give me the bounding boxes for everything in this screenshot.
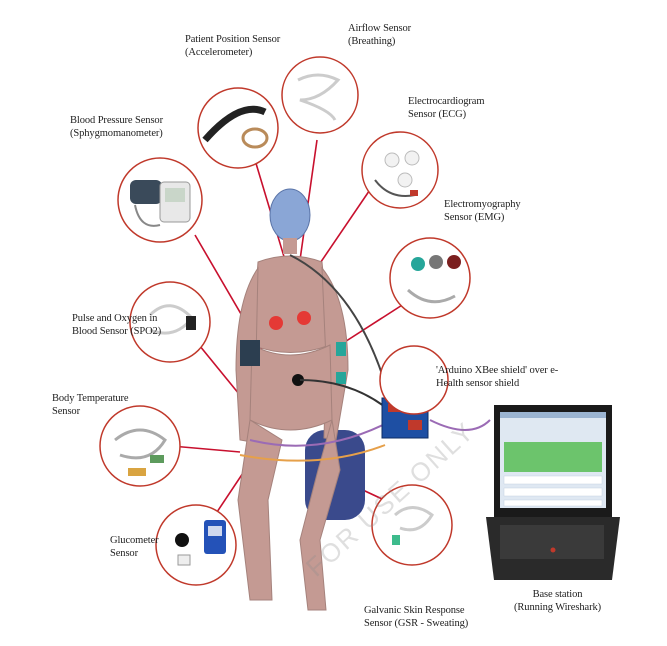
label-ecg-sensor: Electrocardiogram Sensor (ECG) [408, 95, 484, 121]
label-glucometer-sensor: Glucometer Sensor [110, 534, 159, 560]
base-station-laptop [486, 405, 620, 580]
label-pulse-oxygen-sensor: Pulse and Oxygen in Blood Sensor (SPO2) [72, 312, 161, 338]
label-gsr-sensor: Galvanic Skin Response Sensor (GSR - Swe… [364, 604, 468, 630]
label-base-station: Base station (Running Wireshark) [514, 588, 601, 614]
label-airflow-sensor: Airflow Sensor (Breathing) [348, 22, 411, 48]
label-body-temperature-sensor: Body Temperature Sensor [52, 392, 129, 418]
label-emg-sensor: Electromyography Sensor (EMG) [444, 198, 521, 224]
label-arduino-xbee-shield: 'Arduino XBee shield' over e- Health sen… [436, 364, 558, 390]
label-patient-position-sensor: Patient Position Sensor (Accelerometer) [185, 33, 280, 59]
label-blood-pressure-sensor: Blood Pressure Sensor (Sphygmomanometer) [70, 114, 163, 140]
